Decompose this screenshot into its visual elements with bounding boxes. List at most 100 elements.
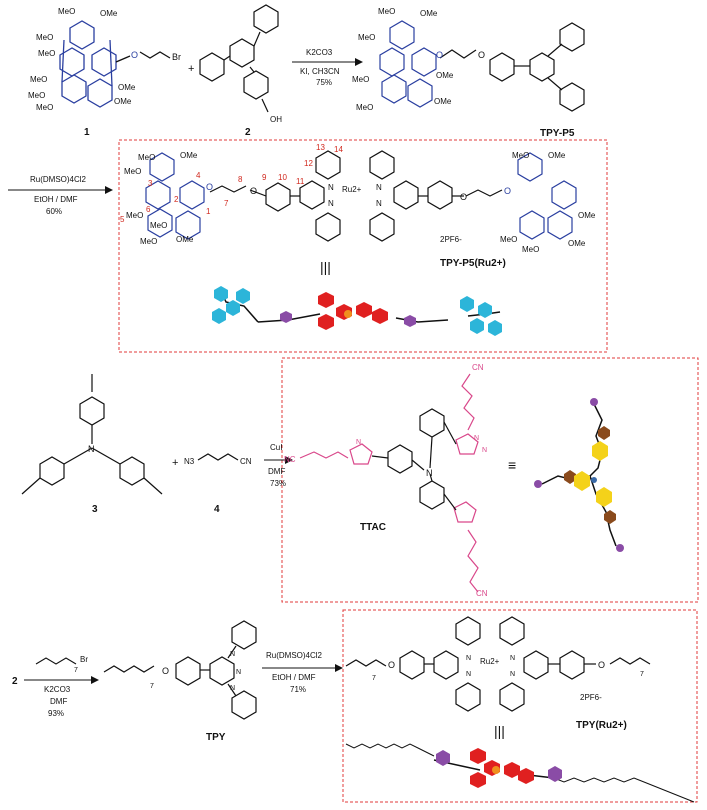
triazole-n-1: N — [474, 435, 479, 442]
tpy-structure — [103, 620, 257, 720]
yellow-hex-1 — [592, 441, 608, 461]
num-11: 11 — [296, 177, 305, 186]
cartoon-tpy-p5-ru — [212, 286, 502, 336]
ome-1e: MeO — [30, 75, 47, 84]
tpy-p5-o-2: O — [478, 50, 485, 60]
ru-ome-j: MeO — [500, 235, 517, 244]
oh-2: OH — [270, 115, 282, 124]
num-4: 4 — [196, 171, 201, 180]
arrow-4-solvent: DMF — [50, 697, 67, 706]
compound-4-chain — [197, 453, 239, 461]
ru-o-1: O — [206, 182, 213, 192]
tpy-ru-n-1: N — [466, 655, 471, 662]
cyan-hex-4 — [236, 288, 250, 304]
ru-ome-m: OMe — [568, 239, 586, 248]
cyan-hex-7 — [470, 318, 484, 334]
ru-ome-b: OMe — [180, 151, 198, 160]
red-hex-1 — [318, 292, 334, 308]
tpy-ru-center-dot — [492, 766, 500, 774]
ome-1i: OMe — [118, 83, 136, 92]
ru-counterion: 2PF6- — [440, 235, 462, 244]
cyan-hex-1 — [214, 286, 228, 302]
arrow-2-solvent: EtOH / DMF — [34, 195, 78, 204]
ru-n-2: N — [328, 199, 334, 208]
cyan-hex-5 — [460, 296, 474, 312]
ttac-cn-top: CN — [472, 363, 484, 372]
ru-o-2: O — [250, 186, 257, 196]
equiv-row4: ||| — [494, 723, 505, 739]
compound-2-structure — [199, 4, 279, 113]
tpy-ru-sub-2: 7 — [640, 671, 644, 678]
purple-end-left — [534, 480, 542, 488]
cyan-hex-8 — [488, 320, 502, 336]
start-compound-2: 2 — [12, 676, 18, 687]
equiv-row2: ||| — [320, 259, 331, 275]
num-14: 14 — [334, 145, 343, 154]
red-hex-4 — [356, 302, 372, 318]
ru-center-dot — [344, 310, 352, 318]
cmp3-n: N — [88, 444, 95, 454]
ru-ome-l: MeO — [522, 245, 539, 254]
box-ttac — [281, 357, 699, 603]
ru-ome-e: MeO — [150, 221, 167, 230]
ru-ome-d: MeO — [126, 211, 143, 220]
num-1: 1 — [206, 207, 211, 216]
tpy-ru-counterion: 2PF6- — [580, 693, 602, 702]
tpy-ru-red-4 — [504, 762, 520, 778]
cyan-hex-3 — [212, 308, 226, 324]
purple-end-top — [590, 398, 598, 406]
arrow-3-yield: 73% — [270, 479, 286, 488]
cmp4-n3: N3 — [184, 457, 195, 466]
cartoon-tpy-ru — [345, 743, 695, 803]
tpy-ru-n-3: N — [510, 655, 515, 662]
ome-1c: MeO — [36, 33, 53, 42]
arrow-3-solvent: DMF — [268, 467, 285, 476]
br-1: Br — [172, 52, 181, 62]
tpy-ru-red-2 — [470, 772, 486, 788]
label-tpy-ru: TPY(Ru2+) — [576, 720, 627, 731]
tpy-ru-structure — [345, 616, 651, 712]
num-5: 5 — [120, 215, 125, 224]
label-compound-2: 2 — [245, 127, 251, 138]
tpy-ru-center: Ru2+ — [480, 657, 500, 666]
tpy-p5-o-1: O — [436, 50, 443, 60]
label-tpy: TPY — [206, 732, 226, 743]
tpy-sub: 7 — [150, 683, 154, 690]
num-13: 13 — [316, 143, 325, 152]
ru-center: Ru2+ — [342, 185, 362, 194]
label-tpy-p5: TPY-P5 — [540, 128, 575, 139]
tpy-ru-red-1 — [470, 748, 486, 764]
ome-1g: OMe — [114, 97, 132, 106]
tpy-ru-text: O O 7 7 Ru2+ N N N N 2PF6- ||| TPY(Ru2+) — [372, 655, 644, 739]
tpy-p5-ru-text: MeO OMe MeO MeO MeO MeO OMe MeO OMe MeO … — [124, 151, 596, 275]
tpy-p5-ome-f: MeO — [356, 103, 373, 112]
tpy-p5-ome-b: OMe — [420, 9, 438, 18]
ru-n-4: N — [376, 199, 382, 208]
num-3: 3 — [148, 179, 153, 188]
tpy-p5-ome-a: MeO — [378, 7, 395, 16]
cmp4-cn: CN — [240, 457, 252, 466]
ru-n-3: N — [376, 183, 382, 192]
o-1: O — [131, 50, 138, 60]
cartoon-ttac — [534, 398, 624, 552]
arrow-2-reagent: Ru(DMSO)4Cl2 — [30, 175, 87, 184]
ru-ome-c: MeO — [124, 167, 141, 176]
arrow-1-yield: 75% — [316, 78, 332, 87]
ru-ome-i: OMe — [548, 151, 566, 160]
compound-1-text: MeO OMe MeO MeO MeO MeO OMe MeO OMe O Br… — [28, 7, 181, 138]
tpy-p5-ome-g: OMe — [434, 97, 452, 106]
ttac-structure — [299, 373, 479, 593]
brown-hex-1 — [598, 426, 610, 440]
arrow-2-yield: 60% — [46, 207, 62, 216]
num-10: 10 — [278, 173, 287, 182]
num-8: 8 — [238, 175, 243, 184]
tpy-p5-ru-structure — [145, 150, 577, 242]
arrow-5-yield: 71% — [290, 685, 306, 694]
plus-1: + — [188, 63, 194, 75]
atom-numbering: 13 14 12 11 10 9 8 7 4 3 2 1 6 5 — [120, 143, 343, 224]
ru-ome-h: MeO — [512, 151, 529, 160]
ru-n-1: N — [328, 183, 334, 192]
ome-1f: MeO — [28, 91, 45, 100]
purple-hex-1 — [280, 311, 292, 323]
label-tpy-p5-ru: TPY-P5(Ru2+) — [440, 258, 506, 269]
